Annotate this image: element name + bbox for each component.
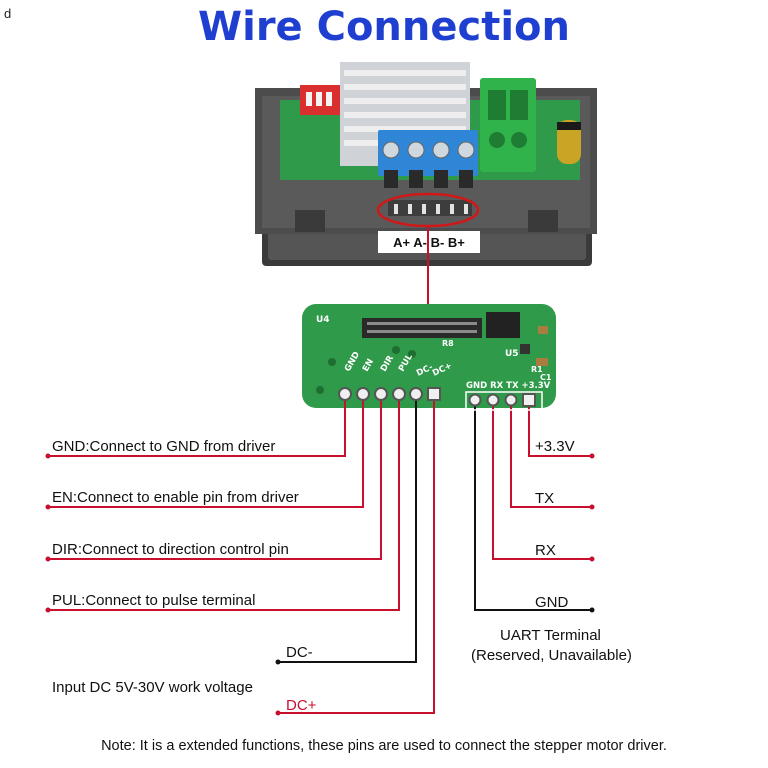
label-gnd: GND:Connect to GND from driver <box>52 438 276 455</box>
label-input-voltage: Input DC 5V-30V work voltage <box>52 679 253 696</box>
footer-note: Note: It is a extended functions, these … <box>101 738 667 754</box>
motor-terminal-labels: A+ A- B- B+ <box>393 235 465 250</box>
label-rx: RX <box>535 542 556 559</box>
corner-mark: d <box>4 6 12 21</box>
silk-u5: U5 <box>505 349 519 359</box>
label-en: EN:Connect to enable pin from driver <box>52 489 299 506</box>
silk-r1: R1 <box>531 365 543 374</box>
silk-r8: R8 <box>442 339 454 348</box>
power-terminal-icon <box>480 78 536 172</box>
uart-wires <box>474 400 592 611</box>
pcb-board <box>302 304 556 408</box>
silk-uart-pins: GND RX TX +3.3V <box>466 381 551 391</box>
label-dc-minus: DC- <box>286 644 313 661</box>
motor-terminal-icon <box>378 130 478 188</box>
label-dir: DIR:Connect to direction control pin <box>52 541 289 558</box>
uart-header <box>465 391 543 411</box>
label-dc-plus: DC+ <box>286 697 317 714</box>
label-tx: TX <box>535 490 555 507</box>
uart-terminal-subtitle: (Reserved, Unavailable) <box>471 647 632 664</box>
silk-c1: C1 <box>540 373 552 382</box>
left-wires <box>48 394 435 714</box>
page-title: Wire Connection <box>197 4 571 50</box>
label-uart-gnd: GND <box>535 594 569 611</box>
label-pul: PUL:Connect to pulse terminal <box>52 592 256 609</box>
uart-terminal-title: UART Terminal <box>500 627 601 644</box>
label-3v3: +3.3V <box>535 438 575 455</box>
silk-u4: U4 <box>316 315 330 325</box>
capacitor-icon <box>557 120 581 164</box>
control-header <box>338 387 441 401</box>
